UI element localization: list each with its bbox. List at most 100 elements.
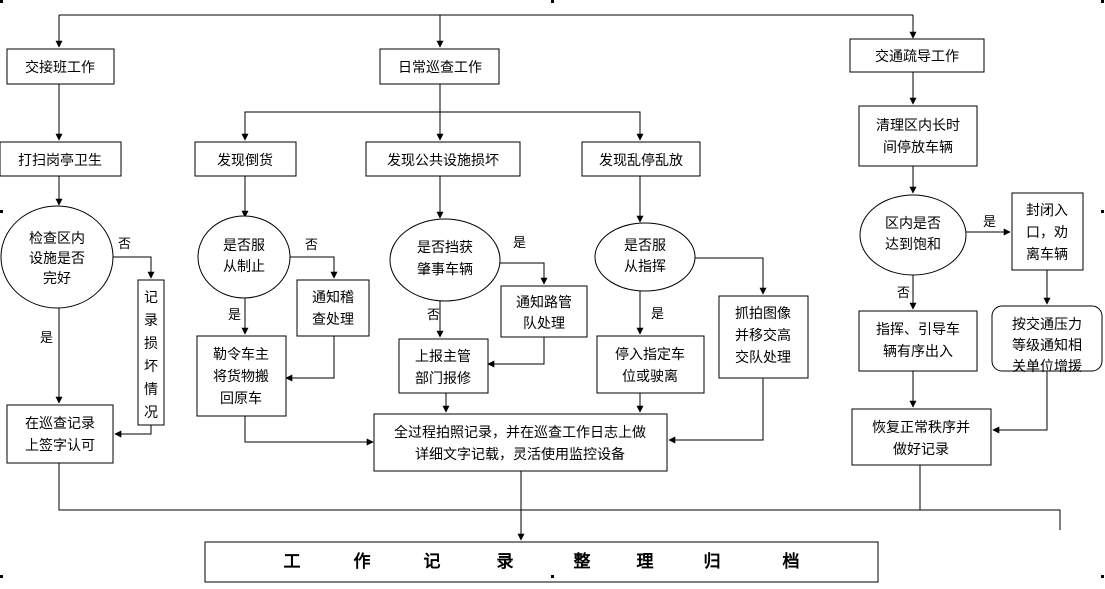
box-archive-records: 工 作 记 录 整 理 归 档 [204, 541, 879, 583]
svg-text:是否服: 是否服 [624, 238, 666, 254]
svg-text:间停放车辆: 间停放车辆 [883, 139, 953, 156]
box-report-repair: 上报主管 部门报修 [398, 338, 489, 394]
svg-text:发现乱停乱放: 发现乱停乱放 [599, 152, 683, 169]
svg-text:清理区内长时: 清理区内长时 [876, 118, 960, 134]
box-guide-vehicles: 指挥、引导车 辆有序出入 [858, 310, 978, 372]
box-notify-reinforcement: 按交通压力 等级通知相 关单位增援 [991, 305, 1103, 375]
svg-text:情: 情 [144, 382, 158, 398]
svg-text:口，劝: 口，劝 [1026, 225, 1068, 241]
svg-text:录: 录 [497, 552, 514, 572]
label-yes: 是 [983, 215, 996, 230]
svg-text:坏: 坏 [144, 359, 158, 375]
svg-text:部门报修: 部门报修 [415, 371, 471, 387]
svg-text:指挥、引导车: 指挥、引导车 [876, 321, 960, 338]
box-photo-transfer: 抓拍图像 并移交高 交队处理 [718, 295, 809, 379]
decision-vehicle-caught: 是否挡获 肇事车辆 [389, 218, 501, 302]
svg-text:交通疏导工作: 交通疏导工作 [875, 48, 959, 65]
svg-text:将货物搬: 将货物搬 [213, 368, 269, 385]
svg-text:完好: 完好 [43, 271, 71, 287]
svg-text:档: 档 [783, 551, 800, 572]
svg-text:是否服: 是否服 [223, 238, 265, 254]
box-clear-long-parked: 清理区内长时 间停放车辆 [858, 105, 978, 167]
svg-text:记: 记 [144, 290, 158, 306]
svg-text:上签字认可: 上签字认可 [25, 437, 95, 454]
box-traffic-guidance: 交通疏导工作 [849, 38, 985, 73]
label-no: 否 [305, 238, 318, 253]
svg-text:回原车: 回原车 [220, 390, 262, 407]
label-yes: 是 [651, 307, 664, 322]
label-yes: 是 [40, 331, 53, 346]
box-notify-inspection: 通知稽 查处理 [296, 279, 370, 337]
svg-text:上报主管: 上报主管 [415, 349, 471, 365]
svg-text:从制止: 从制止 [223, 259, 265, 275]
svg-text:发现公共设施损坏: 发现公共设施损坏 [387, 153, 499, 169]
svg-text:位或驶离: 位或驶离 [622, 368, 678, 385]
box-close-entrance: 封闭入 口，劝 离车辆 [1011, 192, 1084, 271]
box-order-owner: 勒令车主 将货物搬 回原车 [196, 335, 287, 417]
decision-facilities-intact: 检查区内 设施是否 完好 [0, 205, 114, 309]
svg-text:理: 理 [637, 552, 654, 572]
svg-text:记: 记 [424, 552, 441, 572]
svg-text:打扫岗亭卫生: 打扫岗亭卫生 [18, 152, 102, 169]
svg-text:从指挥: 从指挥 [624, 259, 666, 275]
box-photo-record: 全过程拍照记录，并在巡查工作日志上做 详细文字记载，灵活使用监控设备 [373, 413, 668, 472]
svg-text:辆有序出入: 辆有序出入 [883, 344, 953, 360]
svg-text:整: 整 [574, 551, 591, 572]
svg-text:归: 归 [704, 551, 721, 572]
svg-text:通知稽: 通知稽 [312, 289, 354, 306]
svg-text:设施是否: 设施是否 [29, 251, 85, 267]
svg-text:等级通知相: 等级通知相 [1012, 337, 1082, 354]
decision-obey-stop: 是否服 从制止 [197, 215, 291, 299]
decision-saturated: 区内是否 达到饱和 [859, 194, 967, 276]
svg-text:区内是否: 区内是否 [885, 216, 941, 232]
svg-text:勒令车主: 勒令车主 [213, 346, 269, 363]
svg-text:详细文字记载，灵活使用监控设备: 详细文字记载，灵活使用监控设备 [415, 446, 625, 463]
svg-text:查处理: 查处理 [312, 312, 354, 328]
svg-text:检查区内: 检查区内 [29, 231, 85, 247]
svg-text:录: 录 [144, 313, 158, 329]
box-record-damage: 记 录 损 坏 情 况 [137, 279, 165, 426]
svg-text:交接班工作: 交接班工作 [25, 59, 95, 76]
label-yes: 是 [513, 236, 526, 251]
label-yes: 是 [228, 308, 241, 323]
svg-text:况: 况 [144, 405, 158, 421]
svg-text:停入指定车: 停入指定车 [615, 346, 685, 363]
svg-text:做好记录: 做好记录 [893, 442, 949, 458]
box-park-or-leave: 停入指定车 位或驶离 [596, 335, 705, 394]
svg-text:封闭入: 封闭入 [1026, 203, 1068, 219]
svg-text:交队处理: 交队处理 [735, 349, 791, 366]
decision-obey-direction: 是否服 从指挥 [594, 222, 696, 292]
svg-text:日常巡查工作: 日常巡查工作 [398, 60, 482, 76]
svg-text:关单位增援: 关单位增援 [1012, 359, 1082, 375]
box-found-facility-damage: 发现公共设施损坏 [365, 141, 521, 177]
svg-text:达到饱和: 达到饱和 [885, 237, 941, 253]
svg-text:按交通压力: 按交通压力 [1012, 316, 1082, 333]
svg-text:在巡查记录: 在巡查记录 [25, 416, 95, 432]
svg-text:是否挡获: 是否挡获 [417, 240, 473, 256]
box-restore-order: 恢复正常秩序并 做好记录 [851, 408, 992, 466]
box-daily-patrol: 日常巡查工作 [379, 48, 500, 85]
svg-text:队处理: 队处理 [523, 316, 565, 332]
svg-text:恢复正常秩序并: 恢复正常秩序并 [872, 419, 970, 436]
svg-text:发现倒货: 发现倒货 [217, 152, 273, 169]
label-no: 否 [427, 308, 440, 323]
box-found-illegal-parking: 发现乱停乱放 [581, 141, 701, 177]
label-no: 否 [897, 286, 910, 301]
svg-text:抓拍图像: 抓拍图像 [735, 306, 791, 322]
svg-text:肇事车辆: 肇事车辆 [417, 261, 473, 278]
connectors [55, 14, 1061, 541]
svg-text:全过程拍照记录，并在巡查工作日志上做: 全过程拍照记录，并在巡查工作日志上做 [394, 424, 646, 441]
svg-text:作: 作 [354, 551, 371, 572]
box-notify-road-team: 通知路管 队处理 [500, 285, 588, 338]
svg-text:通知路管: 通知路管 [516, 294, 572, 311]
svg-text:工: 工 [284, 552, 301, 572]
label-no: 否 [118, 237, 131, 252]
svg-text:并移交高: 并移交高 [735, 327, 791, 344]
box-handover: 交接班工作 [6, 48, 115, 85]
box-clean-booth: 打扫岗亭卫生 [0, 141, 122, 177]
svg-text:离车辆: 离车辆 [1026, 246, 1068, 263]
box-sign-record: 在巡查记录 上签字认可 [6, 404, 114, 464]
